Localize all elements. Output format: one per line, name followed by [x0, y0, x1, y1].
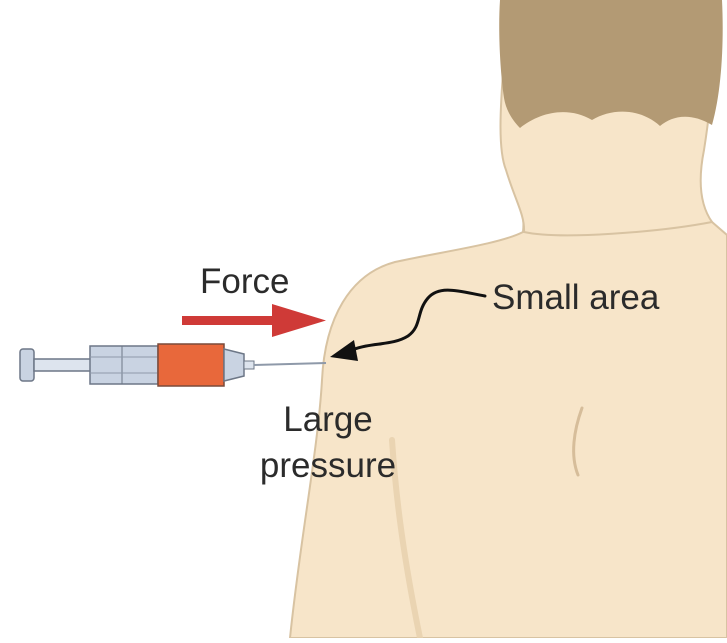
force-label: Force [200, 262, 289, 302]
pressure-label: pressure [228, 446, 428, 486]
right-arrow-icon [182, 304, 326, 337]
large-label: Large [228, 400, 428, 440]
person-back-shoulder-icon [290, 0, 727, 638]
small-area-label: Small area [492, 278, 659, 318]
syringe-icon [20, 344, 326, 386]
hair [499, 0, 722, 128]
